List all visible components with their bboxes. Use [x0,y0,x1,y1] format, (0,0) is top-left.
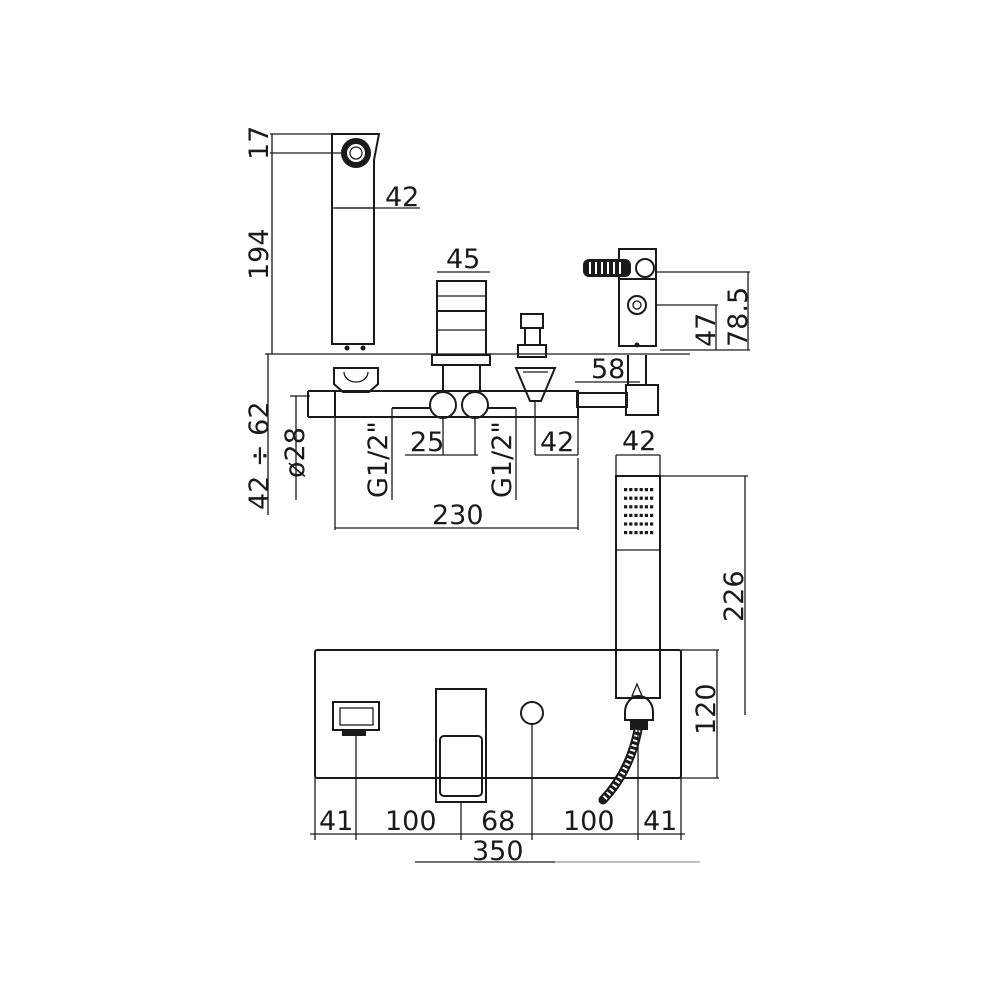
spray-nozzle [644,496,648,500]
dim-pipe-diameter: ø28 [280,427,311,478]
spray-nozzle [644,522,648,526]
dim-deck-thickness: 42 ÷ 62 [244,401,275,510]
inlet-right-icon [461,391,489,419]
dim-shower-width: 42 [622,426,656,457]
spray-nozzle [644,531,648,535]
spray-nozzle [644,513,648,517]
spray-nozzle [639,531,643,535]
spray-nozzle [650,496,654,500]
dim-overall-width: 350 [472,836,524,867]
spout-fitting [333,367,379,393]
holder-screw-icon [627,295,647,315]
dim-valve-width: 42 [540,427,574,458]
spray-nozzle [634,531,638,535]
dim-outlet-offset: 58 [591,354,625,385]
spray-face-icon [624,488,654,535]
dim-plan-2: 100 [385,806,437,837]
dim-plan-5: 41 [643,806,677,837]
inlet-left-icon [429,391,457,419]
spray-nozzle [629,522,633,526]
valve-stem [514,313,557,402]
valve-cone [514,367,557,402]
spray-nozzle [650,488,654,492]
spray-nozzle [634,488,638,492]
spout-body [331,133,381,345]
mixer-handle-plan [435,688,487,803]
spray-nozzle [629,531,633,535]
spray-nozzle [624,488,628,492]
spray-nozzle [629,496,633,500]
spray-nozzle [644,488,648,492]
dim-plan-1: 41 [319,806,353,837]
spray-nozzle [634,505,638,509]
dim-spout-width: 42 [385,182,419,213]
spray-nozzle [624,505,628,509]
dim-inlet-spacing: 25 [410,427,444,458]
spray-nozzle [644,505,648,509]
mixer-body [436,310,487,356]
valve-stem-collar [517,344,547,358]
manifold [307,390,579,419]
spray-nozzle [624,513,628,517]
hose-nut-icon [630,720,648,730]
shower-head-body [615,475,661,699]
mixer-column [431,280,491,390]
spray-nozzle [634,496,638,500]
dim-spout-top: 17 [244,126,275,160]
spray-nozzle [650,513,654,517]
spout [331,133,381,393]
manifold-body [308,390,579,418]
elevation-view: 17 194 42 45 47 78.5 58 42 ÷ 62 ø28 G1/2… [244,126,754,531]
spray-nozzle [650,531,654,535]
dim-plate-depth: 120 [691,683,722,735]
spray-nozzle [629,505,633,509]
spray-nozzle [650,522,654,526]
spray-nozzle [639,488,643,492]
dim-overall-depth: 230 [432,500,484,531]
holder-plan [624,695,654,721]
spray-nozzle [634,513,638,517]
spray-nozzle [639,513,643,517]
spray-nozzle [629,513,633,517]
spray-nozzle [639,522,643,526]
spray-nozzle [639,505,643,509]
spray-nozzle [639,496,643,500]
dim-inlet-left: G1/2" [363,421,394,498]
dim-plan-3: 68 [481,806,515,837]
deck-plate [314,649,682,779]
spray-nozzle [624,522,628,526]
dim-inlet-right: G1/2" [487,421,518,498]
spray-nozzle [650,505,654,509]
spray-nozzle [624,496,628,500]
spray-nozzle [634,522,638,526]
mixer-base [431,354,491,366]
dim-spout-height: 194 [244,228,275,280]
dim-holder-mid: 47 [691,313,722,347]
dim-holder-top: 78.5 [723,287,754,347]
spray-nozzle [624,531,628,535]
dim-shower-length: 226 [719,570,750,622]
diverter-knob-plan [520,701,544,725]
handset-holder [576,248,659,416]
plan-view: 120 41 100 68 100 41 350 [310,649,722,867]
dim-diverter-width: 45 [446,244,480,275]
hand-shower: 42 226 [615,426,750,715]
flexible-hose [601,729,641,802]
valve-stem-knob [520,313,544,329]
dim-plan-4: 100 [563,806,615,837]
spray-nozzle [629,488,633,492]
